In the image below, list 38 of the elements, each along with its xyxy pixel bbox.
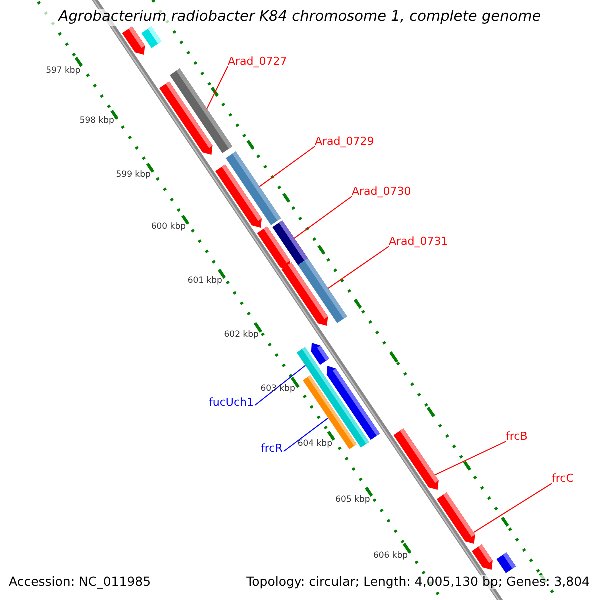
leader-line — [259, 146, 316, 188]
gene-segment — [472, 544, 493, 570]
tick-label: 597 kbp — [46, 67, 81, 77]
gene-segment — [170, 68, 233, 154]
tick-label: 606 kbp — [373, 552, 408, 562]
leader-line — [254, 365, 306, 406]
gene-segment — [226, 152, 282, 226]
gene-label: Arad_0727 — [228, 56, 288, 69]
tick-label: 603 kbp — [260, 385, 296, 395]
gene-segment — [142, 26, 162, 48]
gene-label: frcC — [552, 473, 574, 486]
gene-segment — [122, 26, 146, 55]
gene-label: Arad_0729 — [315, 136, 374, 149]
tick-label: 602 kbp — [224, 331, 259, 341]
gene-label: Arad_0731 — [389, 236, 448, 249]
leader-line — [283, 418, 329, 452]
gene-segment — [496, 552, 516, 574]
gene-segment — [298, 258, 348, 324]
leader-line — [206, 66, 228, 110]
tick-label: 604 kbp — [298, 440, 332, 450]
gene-label: fucUch1 — [209, 397, 254, 410]
tick-label: 600 kbp — [151, 223, 186, 233]
gene-segment — [394, 428, 439, 490]
tick-label: 601 kbp — [188, 277, 222, 287]
tick-label: 598 kbp — [80, 117, 114, 127]
tick-label: 605 kbp — [336, 496, 370, 506]
leader-line — [328, 246, 390, 290]
gene-label: frcB — [506, 431, 528, 444]
genome-info-text: Topology: circular; Length: 4,005,130 bp; Genes: 3,804 — [246, 575, 590, 590]
leader-line — [434, 441, 506, 476]
leader-line — [473, 483, 552, 534]
tick-label: 599 kbp — [116, 171, 151, 181]
gene-segment — [257, 226, 290, 270]
gene-label: Arad_0730 — [352, 186, 412, 199]
gene-segment — [436, 492, 476, 544]
leader-line — [294, 196, 352, 239]
accession-text: Accession: NC_011985 — [9, 575, 152, 590]
gene-label: frcR — [261, 443, 283, 456]
